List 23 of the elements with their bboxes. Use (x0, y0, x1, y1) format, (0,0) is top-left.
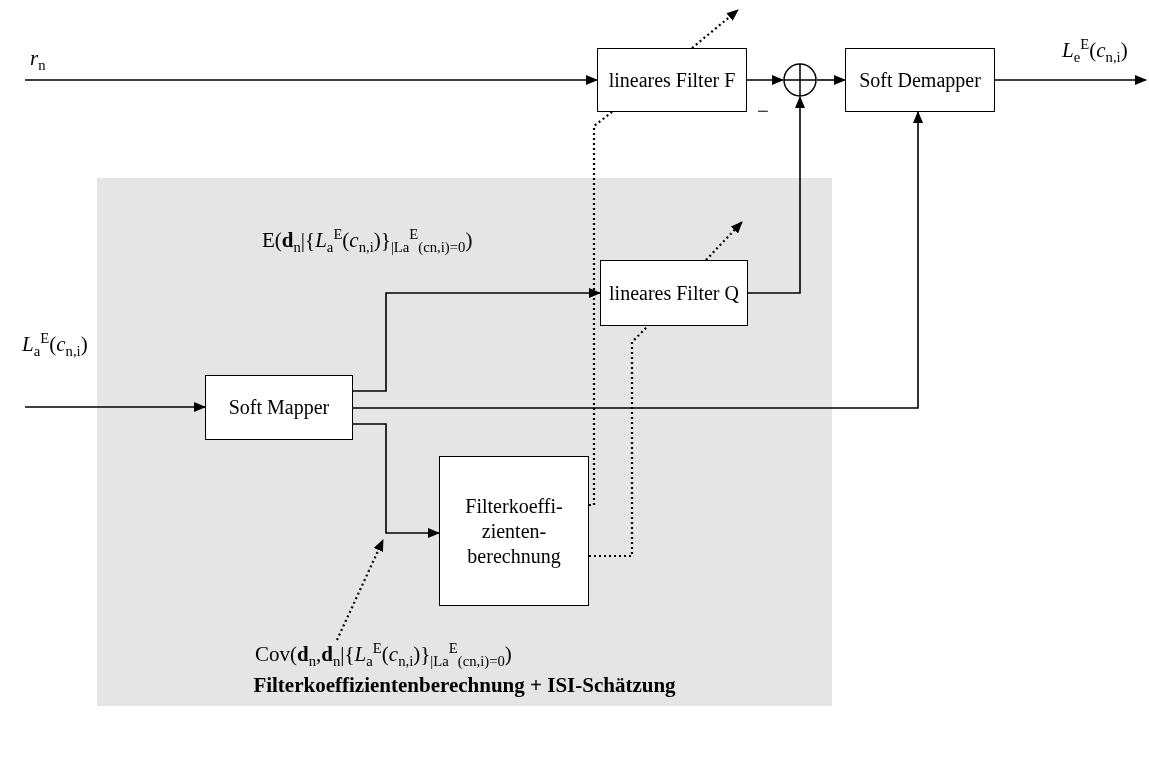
process-box: Soft Mapper (205, 375, 353, 440)
arrow (24, 402, 206, 412)
signal-label: r$_{n}$ (30, 46, 46, 75)
arrow (352, 288, 601, 392)
signal-label: L$_{e}$$^{E}$(c$_{n,i}$) (1062, 36, 1128, 67)
arrow (816, 75, 846, 85)
arrow (747, 96, 805, 294)
arrow (352, 111, 923, 409)
process-box: lineares Filter F (597, 48, 747, 112)
process-box: Soft Demapper (845, 48, 995, 112)
group-panel (97, 178, 832, 706)
dotted-arrow (336, 539, 384, 641)
process-box: Filterkoeffi- zienten- berechnung (439, 456, 589, 606)
arrow (994, 75, 1147, 85)
process-box: lineares Filter Q (600, 260, 748, 326)
arrow (24, 75, 598, 85)
dotted-line (589, 325, 649, 558)
signal-label: L$_{a}$$^{E}$(c$_{n,i}$) (22, 330, 88, 361)
dotted-line (589, 111, 613, 507)
panel-heading: Filterkoeffizientenberechnung + ISI-Schätzung (252, 673, 677, 698)
arrow (352, 423, 440, 538)
arrow (746, 75, 784, 85)
minus-sign: − (757, 99, 769, 124)
